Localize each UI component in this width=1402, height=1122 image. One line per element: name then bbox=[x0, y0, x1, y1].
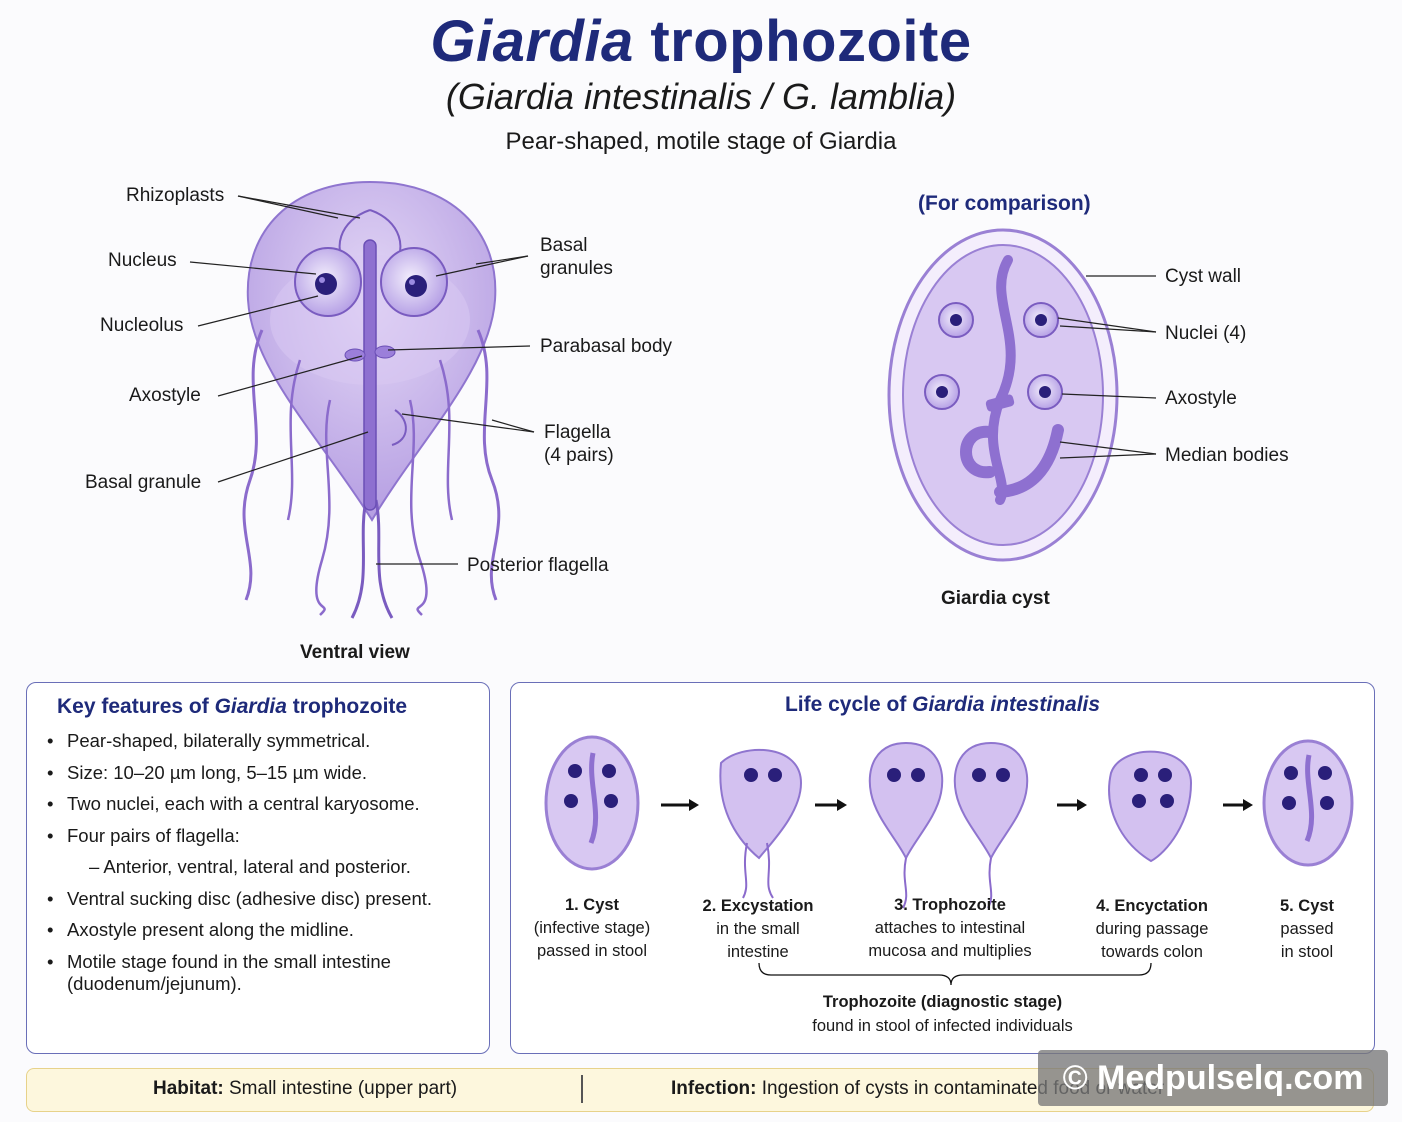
page-title: Giardia trophozoite bbox=[430, 9, 972, 74]
label-median-bodies: Median bodies bbox=[1165, 445, 1289, 466]
label-basal-granules-2: granules bbox=[540, 258, 613, 279]
label-nuclei: Nuclei (4) bbox=[1165, 323, 1247, 344]
list-item: •Four pairs of flagella: bbox=[47, 824, 240, 846]
stage-cyst-1 bbox=[544, 735, 640, 871]
diagnostic-stage-subtitle: found in stool of infected individuals bbox=[812, 1017, 1073, 1035]
list-item: •Ventral sucking disc (adhesive disc) pr… bbox=[47, 887, 433, 909]
label-cyst-axostyle: Axostyle bbox=[1165, 388, 1237, 409]
page-tagline: Pear-shaped, motile stage of Giardia bbox=[505, 128, 897, 155]
stage-encystation bbox=[1108, 750, 1193, 863]
diagnostic-stage-title: Trophozoite (diagnostic stage) bbox=[822, 993, 1063, 1011]
label-cyst-wall: Cyst wall bbox=[1165, 266, 1242, 287]
life-cycle-title: Life cycle of Giardia intestinalis bbox=[784, 693, 1101, 716]
trophozoite-leader-lines bbox=[189, 195, 535, 565]
list-item-continuation: (duodenum/jejunum). bbox=[67, 973, 242, 994]
label-basal-granules-1: Basal bbox=[540, 235, 588, 256]
list-item: •Two nuclei, each with a central karyoso… bbox=[47, 793, 420, 814]
trophozoite-illustration bbox=[242, 180, 501, 619]
diagnostic-bracket bbox=[758, 962, 1152, 986]
label-flagella-1: Flagella bbox=[544, 422, 611, 443]
life-cycle-panel: Life cycle of Giardia intestinalis bbox=[510, 682, 1375, 1054]
cyst-illustration bbox=[887, 228, 1119, 562]
stage-excystation bbox=[719, 748, 803, 899]
key-features-title: Key features of Giardia trophozoite bbox=[57, 695, 408, 718]
label-parabasal-body: Parabasal body bbox=[540, 336, 673, 357]
label-axostyle: Axostyle bbox=[129, 385, 201, 406]
list-item: •Axostyle present along the midline. bbox=[47, 919, 354, 940]
label-posterior-flagella: Posterior flagella bbox=[467, 555, 609, 576]
list-item: •Motile stage found in the small intesti… bbox=[47, 950, 391, 972]
life-cycle-illustrations bbox=[544, 735, 1354, 986]
label-nucleus: Nucleus bbox=[108, 250, 177, 271]
label-nucleolus: Nucleolus bbox=[100, 315, 184, 336]
stage-trophozoites bbox=[868, 741, 1029, 909]
stage-cyst-5 bbox=[1262, 739, 1354, 867]
list-item: •Size: 10–20 µm long, 5–15 µm wide. bbox=[47, 761, 368, 783]
list-item: •Pear-shaped, bilaterally symmetrical. bbox=[47, 730, 371, 751]
footer-divider bbox=[581, 1075, 583, 1103]
list-subitem: – Anterior, ventral, lateral and posteri… bbox=[89, 856, 411, 877]
habitat-text: Habitat: Small intestine (upper part) bbox=[153, 1078, 458, 1099]
key-features-panel: Key features of Giardia trophozoite •Pea… bbox=[26, 682, 490, 1054]
watermark: © Medpulselq.com bbox=[1038, 1050, 1388, 1106]
step-1: 1. Cyst(infective stage)passed in stool bbox=[533, 896, 651, 960]
label-rhizoplasts: Rhizoplasts bbox=[126, 185, 225, 206]
caption-giardia-cyst: Giardia cyst bbox=[941, 588, 1050, 609]
label-basal-granule: Basal granule bbox=[85, 472, 202, 493]
page-subtitle: (Giardia intestinalis / G. lamblia) bbox=[445, 76, 957, 117]
key-features-list: •Pear-shaped, bilaterally symmetrical. •… bbox=[27, 725, 489, 995]
caption-ventral-view: Ventral view bbox=[300, 642, 410, 663]
label-flagella-2: (4 pairs) bbox=[544, 445, 614, 466]
label-for-comparison: (For comparison) bbox=[918, 192, 1091, 215]
cyst-leader-lines bbox=[1057, 275, 1157, 459]
